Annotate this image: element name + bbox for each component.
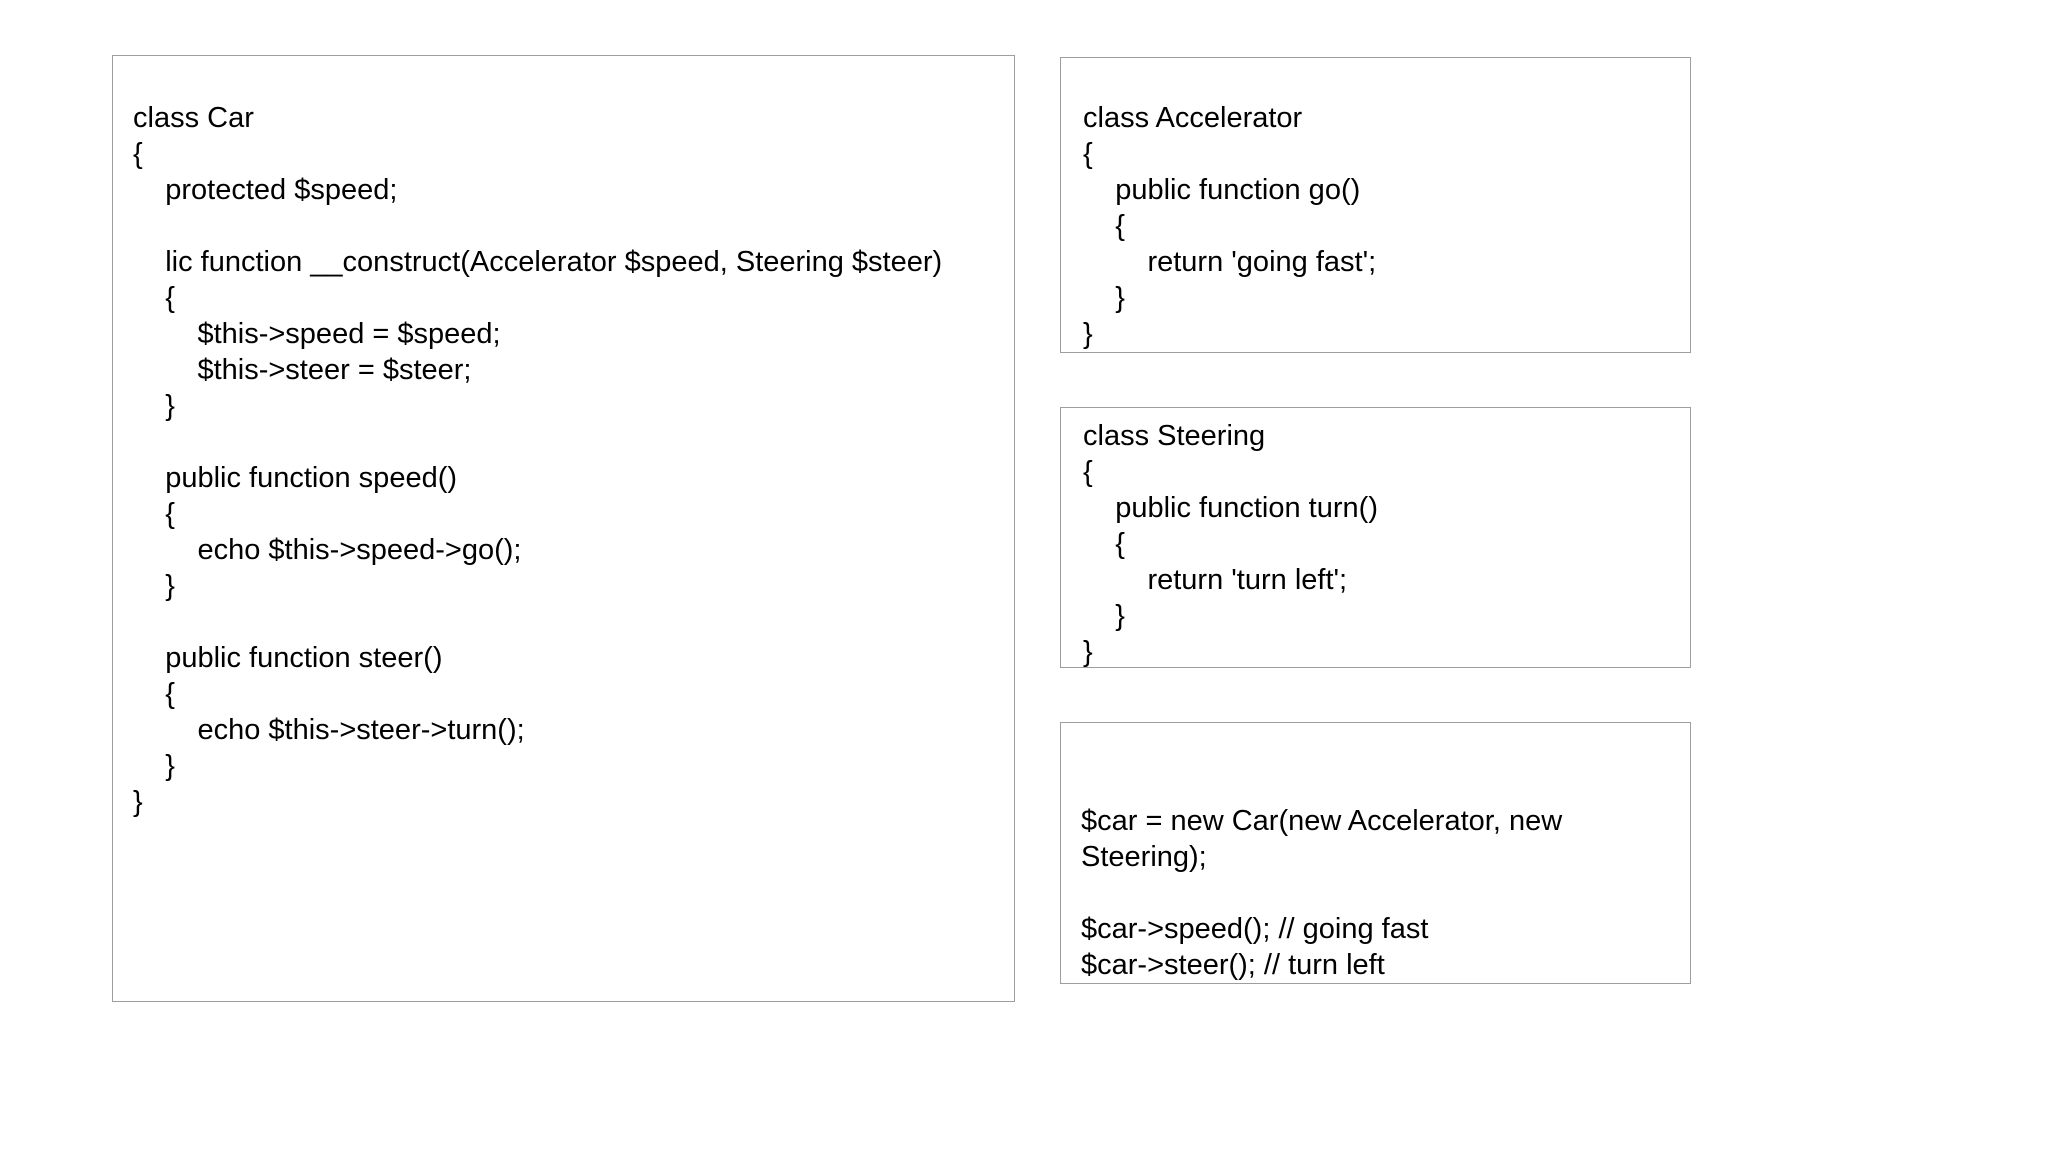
car-class-code: class Car { protected $speed; lic functi… xyxy=(133,102,943,818)
usage-code-box: $car = new Car(new Accelerator, new Stee… xyxy=(1060,722,1691,984)
car-class-box: class Car { protected $speed; lic functi… xyxy=(112,55,1015,1002)
accelerator-class-box: class Accelerator { public function go()… xyxy=(1060,57,1691,353)
steering-class-box: class Steering { public function turn() … xyxy=(1060,407,1691,668)
usage-code: $car = new Car(new Accelerator, new Stee… xyxy=(1081,805,1563,981)
steering-class-code: class Steering { public function turn() … xyxy=(1083,420,1378,668)
accelerator-class-code: class Accelerator { public function go()… xyxy=(1083,102,1377,350)
